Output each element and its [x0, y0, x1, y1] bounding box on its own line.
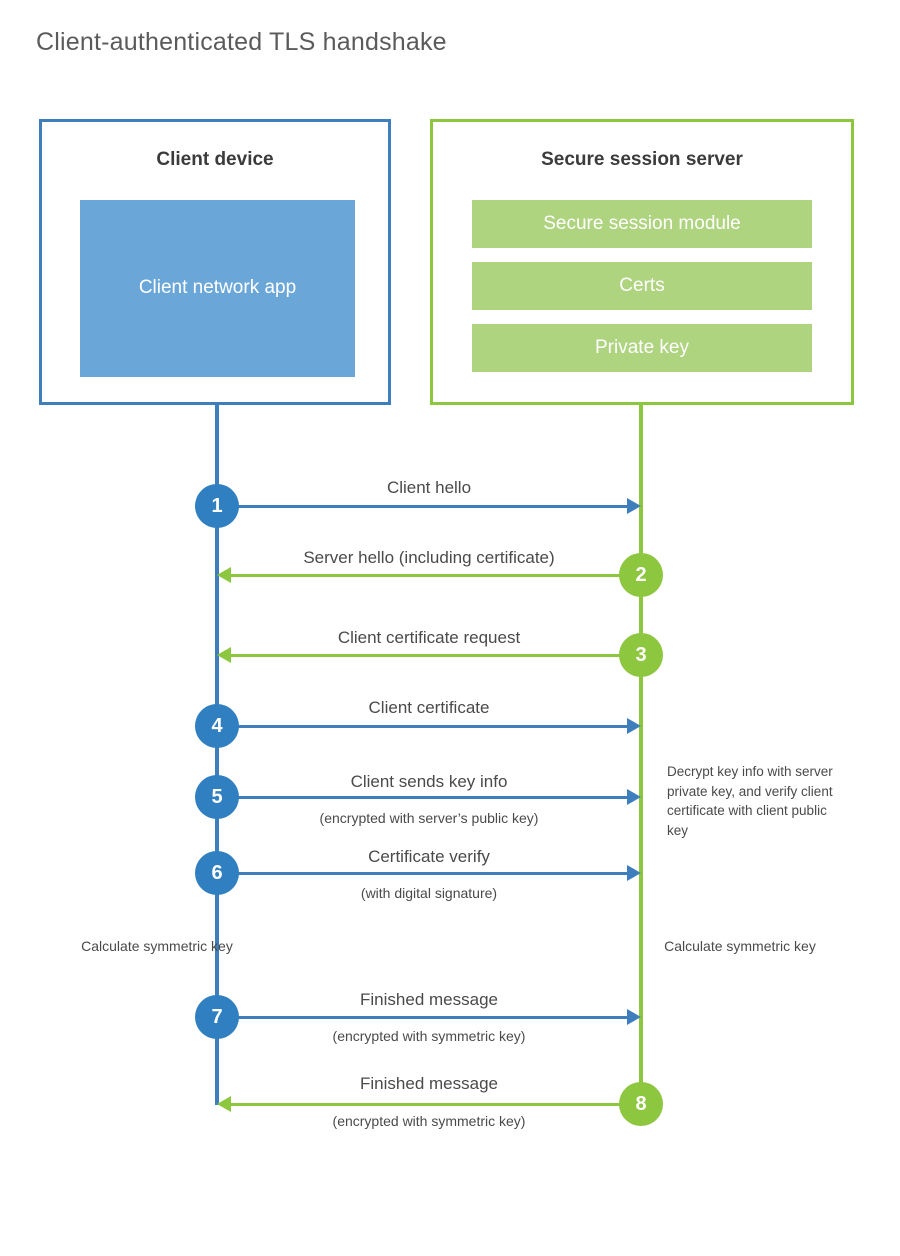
page-title: Client-authenticated TLS handshake [36, 28, 447, 56]
step-6-arrow-line [217, 872, 627, 875]
step-8-label: Finished message [360, 1074, 498, 1093]
server-modules-list: Secure session module Certs Private key [472, 200, 812, 386]
step-4-label: Client certificate [368, 698, 490, 717]
step-1-badge: 1 [195, 484, 239, 528]
step-5-arrow-line [217, 796, 627, 799]
step-5-badge: 5 [195, 775, 239, 819]
step-6-label: Certificate verify [368, 847, 490, 866]
client-device-box: Client device Client network app [39, 119, 391, 405]
step-3-badge: 3 [619, 633, 663, 677]
server-module-private-key: Private key [472, 324, 812, 372]
step-6-arrow-head [627, 865, 641, 881]
step-1-arrow-line [217, 505, 627, 508]
client-device-title: Client device [156, 149, 274, 170]
step-7-arrow-head [627, 1009, 641, 1025]
step-8-badge: 8 [619, 1082, 663, 1126]
step-2-badge: 2 [619, 553, 663, 597]
step-8-arrow-line [231, 1103, 641, 1106]
server-decrypt-note: Decrypt key info with server private key… [667, 764, 833, 838]
step-5-sublabel: (encrypted with server’s public key) [319, 810, 539, 826]
step-2-label: Server hello (including certificate) [303, 548, 555, 567]
client-calculate-symmetric-key-note: Calculate symmetric key [81, 938, 233, 954]
step-6-sublabel: (with digital signature) [360, 885, 498, 901]
server-calculate-symmetric-key-note: Calculate symmetric key [664, 938, 816, 954]
secure-session-server-box: Secure session server Secure session mod… [430, 119, 854, 405]
step-5-label: Client sends key info [350, 772, 508, 791]
client-network-app-block: Client network app [80, 200, 355, 377]
step-3-arrow-head [217, 647, 231, 663]
step-2-arrow-head [217, 567, 231, 583]
secure-session-server-title: Secure session server [541, 149, 743, 170]
step-3-label: Client certificate request [337, 628, 521, 647]
step-1-label: Client hello [386, 478, 472, 497]
server-lifeline [639, 405, 643, 1105]
step-5-arrow-head [627, 789, 641, 805]
step-6-badge: 6 [195, 851, 239, 895]
step-7-arrow-line [217, 1016, 627, 1019]
server-module-secure-session-module: Secure session module [472, 200, 812, 248]
step-4-arrow-head [627, 718, 641, 734]
step-1-arrow-head [627, 498, 641, 514]
step-8-arrow-head [217, 1096, 231, 1112]
step-4-badge: 4 [195, 704, 239, 748]
client-lifeline [215, 405, 219, 1105]
step-4-arrow-line [217, 725, 627, 728]
step-7-sublabel: (encrypted with symmetric key) [332, 1028, 526, 1044]
step-7-label: Finished message [360, 990, 498, 1009]
step-8-sublabel: (encrypted with symmetric key) [332, 1113, 526, 1129]
step-7-badge: 7 [195, 995, 239, 1039]
step-2-arrow-line [231, 574, 641, 577]
step-3-arrow-line [231, 654, 641, 657]
server-module-certs: Certs [472, 262, 812, 310]
